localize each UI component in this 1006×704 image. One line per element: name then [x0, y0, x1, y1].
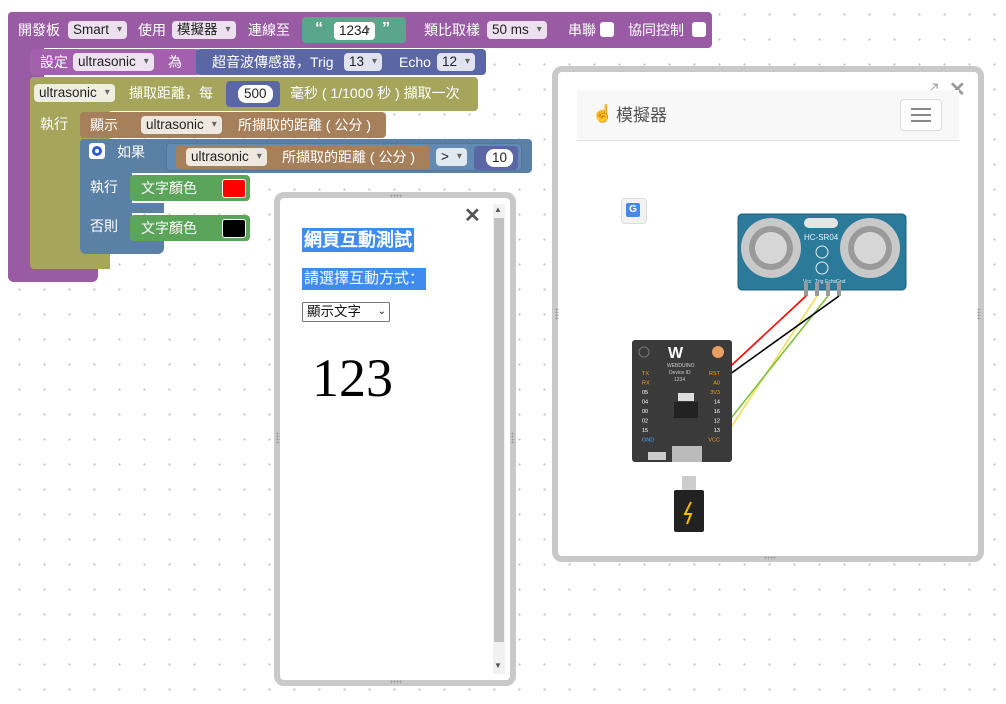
mode-dropdown[interactable]: 模擬器 [172, 21, 236, 39]
if-block-footer [80, 238, 164, 254]
coop-checkbox[interactable] [692, 22, 706, 37]
device-id-field[interactable]: 1234 [334, 22, 376, 40]
board-dropdown[interactable]: Smart [68, 21, 128, 39]
scroll-up-icon[interactable]: ▲ [494, 205, 502, 214]
popup-top-grip[interactable] [390, 194, 402, 198]
sim-right-grip[interactable] [977, 308, 981, 320]
if-var-dropdown[interactable]: ultrasonic [186, 148, 267, 166]
board-pin-left-6: 15 [642, 428, 648, 434]
board-pin-left-0: TX [642, 371, 649, 377]
sensor-model-label: HC-SR04 [804, 233, 839, 242]
ping-var-dropdown[interactable]: ultrasonic [34, 84, 115, 102]
rate-label: 類比取樣 [424, 22, 480, 38]
simulator-navbar [577, 90, 959, 141]
quote-open-icon: “ [315, 20, 323, 37]
menu-button[interactable] [900, 99, 942, 131]
board-pin-left-3: 04 [642, 400, 648, 406]
quote-close-icon: ” [382, 20, 390, 37]
popup-scrollbar-thumb[interactable] [494, 218, 504, 642]
board-brand-label: WEBDUINO [667, 363, 695, 369]
if-distance-label: 所擷取的距離 ( 公分 ) [282, 149, 415, 165]
popup-left-grip[interactable] [276, 432, 280, 444]
board-device-id: 1234 [674, 377, 685, 383]
board-pin-right-5: 12 [714, 419, 720, 425]
simulator-title: 模擬器 [616, 106, 667, 125]
svg-text:W: W [668, 345, 684, 362]
echo-pin-dropdown[interactable]: 12 [437, 53, 476, 71]
popup-heading: 網頁互動測試 [302, 228, 414, 252]
popup-bottom-grip[interactable] [390, 680, 402, 684]
serial-checkbox[interactable] [600, 22, 614, 37]
hand-pointer-icon: ☝ [592, 104, 614, 123]
ping-do-label: 執行 [40, 116, 68, 132]
board-pin-left-2: 05 [642, 390, 648, 396]
interaction-select[interactable]: 顯示文字 ⌄ [302, 302, 390, 322]
board-pin-right-1: A0 [713, 381, 720, 387]
usb-plug [674, 476, 704, 532]
board-pin-right-4: 16 [714, 409, 720, 415]
color-swatch-black[interactable] [222, 219, 246, 238]
sim-bottom-grip[interactable] [764, 556, 776, 560]
gear-icon[interactable] [89, 143, 105, 159]
show-block[interactable] [80, 112, 386, 138]
board-pin-right-6: 13 [714, 428, 720, 434]
board-device-label: Device ID [669, 370, 691, 376]
board-pin-right-0: RST [709, 371, 721, 377]
set-var-dropdown[interactable]: ultrasonic [73, 53, 154, 71]
sensor-pin-echo: Echo [825, 279, 837, 285]
trig-pin-dropdown[interactable]: 13 [344, 53, 383, 71]
interaction-select-value: 顯示文字 [307, 304, 361, 319]
popup-right-grip[interactable] [511, 432, 515, 444]
color-else-label: 文字顏色 [141, 220, 197, 236]
sensor-pin-trig: Trig [815, 279, 824, 285]
show-distance-label: 所擷取的距離 ( 公分 ) [238, 117, 371, 133]
else-label: 否則 [90, 218, 118, 234]
color-swatch-red[interactable] [222, 179, 246, 198]
rate-dropdown[interactable]: 50 ms [487, 21, 547, 39]
popup-prompt: 請選擇互動方式： [302, 268, 427, 290]
web-interaction-popup[interactable] [274, 192, 516, 686]
board-pin-left-7: GND [642, 438, 654, 444]
scroll-down-icon[interactable]: ▼ [494, 661, 502, 670]
as-label: 為 [168, 54, 182, 70]
translate-icon[interactable]: G [621, 198, 647, 224]
sim-left-grip[interactable] [555, 308, 559, 320]
operator-dropdown[interactable]: > [436, 148, 467, 166]
popup-close-icon[interactable]: ✕ [464, 205, 481, 227]
serial-label: 串聯 [568, 22, 596, 38]
echo-label: Echo [399, 54, 431, 70]
board-pin-left-5: 02 [642, 419, 648, 425]
if-label: 如果 [117, 144, 145, 160]
use-label: 使用 [138, 22, 166, 38]
sensor-label: 超音波傳感器，Trig [212, 54, 334, 70]
compare-value-field[interactable]: 10 [486, 149, 514, 167]
if-do-label: 執行 [90, 179, 118, 195]
output-text: 123 [312, 348, 393, 408]
board-pin-right-3: 14 [714, 400, 720, 406]
board-pin-left-1: RX [642, 381, 650, 387]
color-then-label: 文字顏色 [141, 180, 197, 196]
connect-label: 連線至 [248, 22, 290, 38]
simulation-canvas[interactable]: HC-SR04 Vcc Trig Echo Gnd W WEBDUINO Dev… [560, 140, 974, 550]
board-pin-left-4: 00 [642, 409, 648, 415]
show-var-dropdown[interactable]: ultrasonic [141, 116, 222, 134]
coop-label: 協同控制 [628, 22, 684, 38]
show-label: 顯示 [90, 117, 118, 133]
board-label: 開發板 [18, 22, 60, 38]
unit-label: 毫秒 ( 1/1000 秒 ) 擷取一次 [290, 85, 460, 101]
ultrasonic-sensor-module[interactable]: HC-SR04 Vcc Trig Echo Gnd [737, 213, 907, 296]
board-pin-right-2: 3V3 [710, 390, 720, 396]
interval-field[interactable]: 500 [238, 85, 273, 103]
hamburger-icon [911, 108, 931, 122]
board-pin-right-7: VCC [708, 438, 720, 444]
webduino-board[interactable]: W WEBDUINO Device ID 1234 TX RX 05 04 00 02 15… [632, 340, 732, 462]
every-label: 擷取距離，每 [129, 85, 213, 101]
if-block-middle [80, 203, 164, 213]
set-label: 設定 [40, 54, 68, 70]
chevron-down-icon: ⌄ [377, 306, 386, 317]
